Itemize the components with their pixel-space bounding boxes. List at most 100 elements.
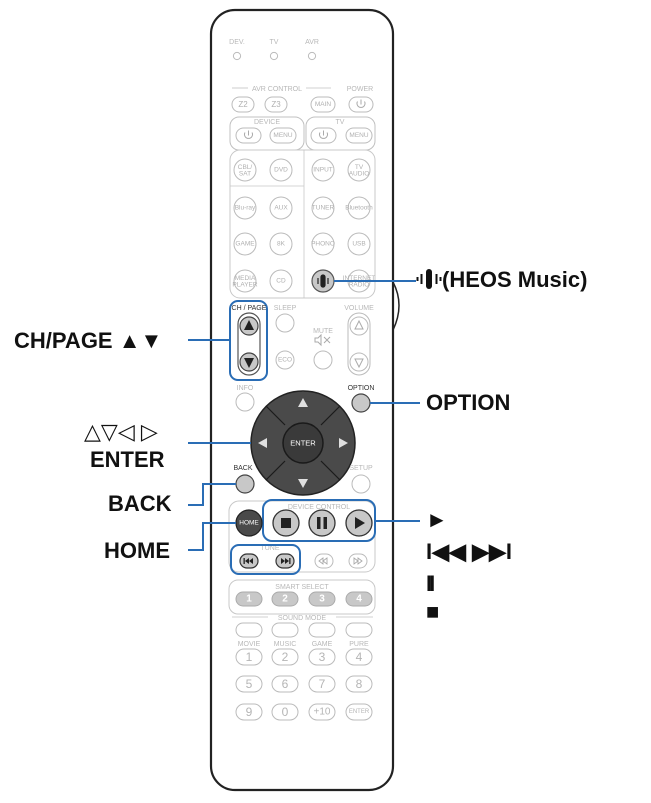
game-source-button[interactable] — [233, 232, 257, 256]
zone-label-avr: AVR — [305, 39, 319, 46]
8k-label: 8K — [277, 241, 286, 248]
setup-button[interactable] — [351, 474, 371, 494]
input-button[interactable] — [311, 158, 335, 182]
tune-label: TUNE — [260, 545, 279, 552]
z2-button[interactable] — [231, 96, 255, 113]
sound-mode-button-1[interactable] — [235, 622, 263, 638]
skip-forward-icon — [281, 558, 291, 564]
enter-button[interactable] — [282, 422, 324, 464]
volume-rocker — [347, 312, 371, 376]
zone-label-dev: DEV. — [229, 39, 245, 46]
media-player-button[interactable] — [233, 269, 257, 293]
tuner-button[interactable] — [311, 196, 335, 220]
number-3-label: 3 — [319, 650, 326, 664]
pause-button[interactable] — [308, 509, 336, 537]
eco-label: ECO — [278, 357, 292, 364]
number-7-label: 7 — [319, 677, 326, 691]
usb-button[interactable] — [347, 232, 371, 256]
number-3-button[interactable] — [308, 648, 336, 666]
phono-button[interactable] — [311, 232, 335, 256]
cbl-sat-button[interactable] — [233, 158, 257, 182]
cursor-up-icon[interactable] — [298, 398, 308, 407]
tv-menu-label: MENU — [349, 132, 368, 139]
smart-select-1-button[interactable] — [235, 591, 263, 607]
number-7-button[interactable] — [308, 675, 336, 693]
volume-up-button[interactable] — [349, 316, 369, 336]
cursor-down-icon[interactable] — [298, 479, 308, 488]
cursor-pad-segments — [265, 405, 341, 481]
sleep-label: SLEEP — [274, 305, 297, 312]
back-button[interactable] — [235, 474, 255, 494]
option-button[interactable] — [351, 393, 371, 413]
plus-10-button[interactable] — [308, 703, 336, 721]
z3-button[interactable] — [264, 96, 288, 113]
pause-callout: II — [426, 571, 435, 596]
skip-highlight — [230, 544, 301, 575]
sound-mode-pure-label: PURE — [349, 641, 369, 648]
number-1-button[interactable] — [235, 648, 263, 666]
eco-button[interactable] — [275, 350, 295, 370]
source-group — [229, 149, 376, 299]
cd-button[interactable] — [269, 269, 293, 293]
smart-select-2-button[interactable] — [271, 591, 299, 607]
number-enter-button[interactable] — [345, 703, 373, 721]
back-callout: BACK — [108, 491, 172, 516]
number-4-button[interactable] — [345, 648, 373, 666]
stop-callout: ■ — [426, 599, 440, 624]
number-9-button[interactable] — [235, 703, 263, 721]
sound-mode-button-4[interactable] — [345, 622, 373, 638]
cursor-left-icon[interactable] — [258, 438, 267, 448]
sound-mode-movie-label: MOVIE — [238, 641, 261, 648]
device-power-icon — [244, 130, 253, 139]
main-button[interactable] — [310, 96, 336, 113]
aux-label: AUX — [274, 205, 288, 212]
volume-down-button[interactable] — [349, 352, 369, 372]
sleep-button[interactable] — [275, 313, 295, 333]
number-2-button[interactable] — [271, 648, 299, 666]
dvd-label: DVD — [274, 167, 288, 174]
bluetooth-label: Bluetooth — [345, 205, 373, 212]
number-8-button[interactable] — [345, 675, 373, 693]
smart-select-1-label: 1 — [246, 594, 252, 605]
sound-mode-button-3[interactable] — [308, 622, 336, 638]
bluray-button[interactable] — [233, 196, 257, 220]
number-5-button[interactable] — [235, 675, 263, 693]
smart-select-4-button[interactable] — [345, 591, 373, 607]
heos-music-callout-text: (HEOS Music) — [442, 267, 588, 292]
rewind-button[interactable] — [314, 553, 334, 569]
game-source-label: GAME — [235, 241, 255, 248]
number-9-label: 9 — [246, 705, 253, 719]
cursor-right-icon[interactable] — [339, 438, 348, 448]
tuner-label: TUNER — [312, 205, 335, 212]
aux-button[interactable] — [269, 196, 293, 220]
home-leader-line — [188, 522, 236, 551]
smart-select-4-label: 4 — [356, 594, 362, 605]
number-2-label: 2 — [282, 650, 289, 664]
smart-select-2-label: 2 — [282, 594, 288, 605]
number-5-label: 5 — [246, 677, 253, 691]
number-4-label: 4 — [356, 650, 363, 664]
smart-select-frame — [228, 579, 376, 615]
dvd-button[interactable] — [269, 158, 293, 182]
tv-audio-button[interactable] — [347, 158, 371, 182]
mute-button[interactable] — [313, 350, 333, 370]
tv-menu-button[interactable] — [345, 127, 373, 144]
avr-control-label: AVR CONTROL — [252, 86, 302, 93]
device-menu-button[interactable] — [269, 127, 297, 144]
sound-mode-button-2[interactable] — [271, 622, 299, 638]
info-button[interactable] — [235, 392, 255, 412]
back-label: BACK — [233, 465, 252, 472]
ch-up-arrow-icon — [244, 320, 254, 330]
mute-label: MUTE — [313, 328, 333, 335]
setup-label: SETUP — [349, 465, 373, 472]
bluetooth-button[interactable] — [347, 196, 371, 220]
number-enter-label: ENTER — [349, 709, 370, 715]
dev-indicator — [232, 51, 242, 61]
number-0-button[interactable] — [271, 703, 299, 721]
bluray-label: Blu-ray — [235, 205, 256, 212]
number-6-button[interactable] — [271, 675, 299, 693]
8k-button[interactable] — [269, 232, 293, 256]
smart-select-3-button[interactable] — [308, 591, 336, 607]
